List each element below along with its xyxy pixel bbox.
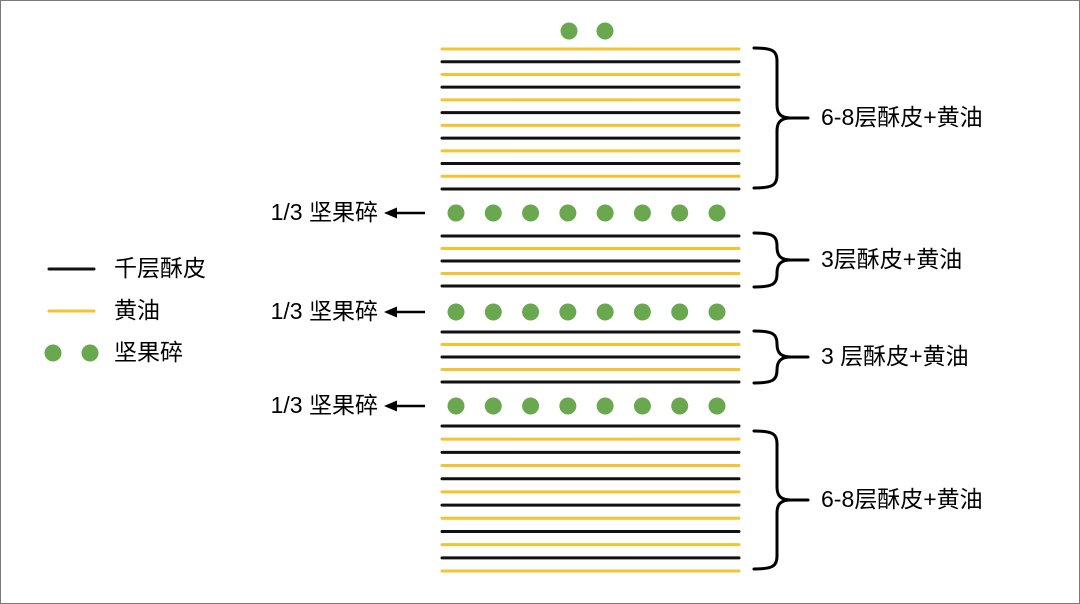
brace xyxy=(752,329,793,385)
legend-label-nuts: 坚果碎 xyxy=(114,339,183,366)
arrow-head-icon xyxy=(384,400,397,412)
nut-dot xyxy=(522,303,540,321)
nut-fraction-label-3: 1/3 坚果碎 xyxy=(270,392,378,419)
nut-dot xyxy=(708,204,726,222)
nut-fraction-label-2: 1/3 坚果碎 xyxy=(270,298,378,325)
nut-dot xyxy=(484,397,502,415)
arrow-head-icon xyxy=(384,207,397,219)
nut-dot xyxy=(596,303,614,321)
nut-dot xyxy=(522,204,540,222)
stack-label-middle-1: 3层酥皮+黄油 xyxy=(821,246,963,273)
nut-dot xyxy=(633,397,651,415)
nut-dot xyxy=(671,397,689,415)
arrow-head-icon xyxy=(384,306,397,318)
nut-dot xyxy=(671,303,689,321)
brace xyxy=(752,429,793,571)
stack-label-bottom: 6-8层酥皮+黄油 xyxy=(821,486,983,513)
nut-dot xyxy=(559,397,577,415)
nut-dot xyxy=(447,303,465,321)
brace xyxy=(752,46,793,190)
nut-dot xyxy=(708,397,726,415)
nut-dot xyxy=(708,303,726,321)
nut-fraction-label-1: 1/3 坚果碎 xyxy=(270,199,378,226)
nut-dot xyxy=(633,303,651,321)
legend-nut-dot xyxy=(81,344,99,362)
nut-dot xyxy=(559,204,577,222)
nut-dot xyxy=(447,204,465,222)
nut-dot xyxy=(633,204,651,222)
nut-dot xyxy=(484,204,502,222)
legend-label-pastry: 千层酥皮 xyxy=(114,255,206,282)
nut-dot xyxy=(596,204,614,222)
stack-label-middle-2: 3 层酥皮+黄油 xyxy=(821,343,969,370)
brace xyxy=(752,231,793,289)
legend-label-butter: 黄油 xyxy=(114,297,160,324)
nut-dot xyxy=(560,22,578,40)
stack-label-top: 6-8层酥皮+黄油 xyxy=(821,104,983,131)
nut-dot xyxy=(559,303,577,321)
nut-dot xyxy=(484,303,502,321)
nut-dot xyxy=(522,397,540,415)
legend-nut-dot xyxy=(44,344,62,362)
nut-dot xyxy=(447,397,465,415)
nut-dot xyxy=(671,204,689,222)
nut-dot xyxy=(596,397,614,415)
nut-dot xyxy=(596,22,614,40)
